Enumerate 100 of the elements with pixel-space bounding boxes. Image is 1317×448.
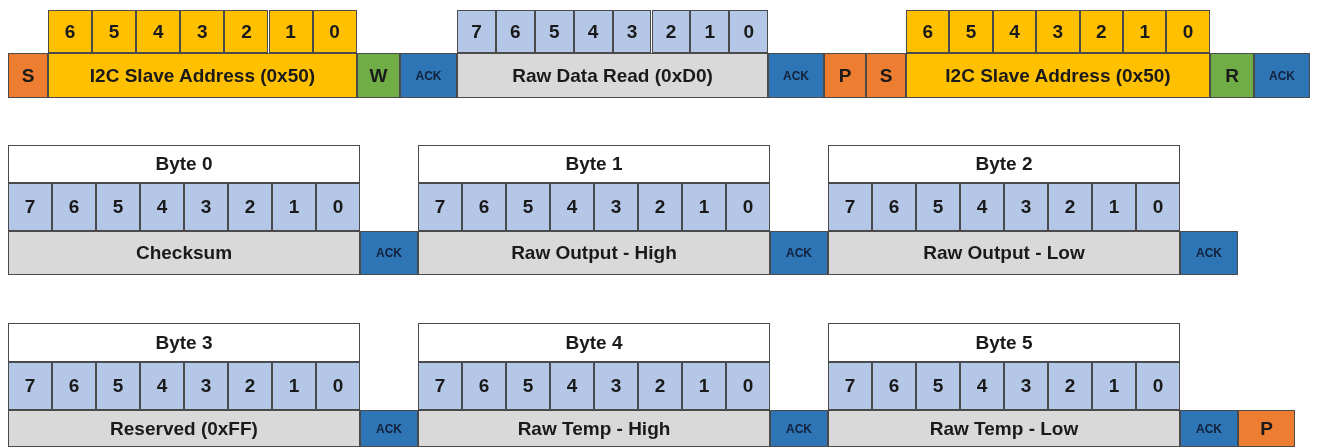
bit-cell: 5: [96, 362, 140, 410]
data-field: Reserved (0xFF): [8, 410, 360, 447]
bit-cell: 7: [8, 362, 52, 410]
ack-cell: ACK: [1254, 53, 1310, 98]
write-bit-cell: W: [357, 53, 400, 98]
bit-cell: 4: [573, 10, 613, 53]
bit-cell: 5: [534, 10, 574, 53]
bit-cell: 5: [949, 10, 993, 53]
data-field: Raw Output - Low: [828, 231, 1180, 275]
bit-cell: 4: [550, 183, 594, 231]
bit-cell: 6: [872, 183, 916, 231]
bit-cell: 5: [506, 183, 550, 231]
ack-cell: ACK: [360, 231, 418, 275]
bit-cell: 6: [52, 183, 96, 231]
ack-cell: ACK: [770, 231, 828, 275]
bit-cell: 0: [1166, 10, 1210, 53]
bit-cell: 7: [828, 183, 872, 231]
bit-cell: 6: [872, 362, 916, 410]
bit-cell: 4: [140, 362, 184, 410]
byte-header: Byte 0: [8, 145, 360, 183]
bit-cell: 4: [550, 362, 594, 410]
bit-cell: 1: [1092, 362, 1136, 410]
bit-cell: 3: [1004, 183, 1048, 231]
bit-cell: 2: [638, 362, 682, 410]
stop-condition-cell: P: [1238, 410, 1295, 447]
bit-cell: 4: [960, 183, 1004, 231]
bit-cell: 2: [1079, 10, 1123, 53]
bit-cell: 5: [916, 362, 960, 410]
bit-cell: 5: [96, 183, 140, 231]
bit-cell: 2: [651, 10, 691, 53]
bit-cell: 7: [457, 10, 496, 53]
ack-cell: ACK: [360, 410, 418, 447]
data-field: Raw Data Read (0xD0): [457, 53, 768, 98]
bit-cell: 2: [1048, 362, 1092, 410]
ack-cell: ACK: [400, 53, 457, 98]
bit-cell: 3: [180, 10, 225, 53]
bit-cell: 3: [594, 362, 638, 410]
bit-cell: 3: [184, 362, 228, 410]
data-field: Raw Temp - Low: [828, 410, 1180, 447]
bit-cell: 7: [418, 183, 462, 231]
bit-cell: 2: [228, 362, 272, 410]
read-bit-cell: R: [1210, 53, 1254, 98]
byte-header: Byte 2: [828, 145, 1180, 183]
bit-cell: 3: [1036, 10, 1080, 53]
bit-cell: 3: [1004, 362, 1048, 410]
byte-header: Byte 3: [8, 323, 360, 362]
stop-condition-cell: P: [824, 53, 866, 98]
bit-cell: 3: [612, 10, 652, 53]
bit-cell: 3: [184, 183, 228, 231]
bit-cell: 6: [462, 183, 506, 231]
bit-cell: 0: [316, 183, 360, 231]
bit-cell: 6: [462, 362, 506, 410]
bit-cell: 1: [272, 183, 316, 231]
bit-cell: 1: [1092, 183, 1136, 231]
data-field: Checksum: [8, 231, 360, 275]
bit-cell: 7: [418, 362, 462, 410]
data-field: Raw Output - High: [418, 231, 770, 275]
bit-cell: 1: [682, 362, 726, 410]
bit-cell: 2: [638, 183, 682, 231]
bit-cell: 1: [682, 183, 726, 231]
bit-cell: 0: [316, 362, 360, 410]
bit-cell: 5: [506, 362, 550, 410]
ack-cell: ACK: [1180, 410, 1238, 447]
bit-cell: 5: [916, 183, 960, 231]
bit-cell: 3: [594, 183, 638, 231]
ack-cell: ACK: [770, 410, 828, 447]
bit-cell: 2: [228, 183, 272, 231]
bit-cell: 6: [495, 10, 535, 53]
bit-cell: 6: [48, 10, 93, 53]
byte-header: Byte 4: [418, 323, 770, 362]
bit-cell: 4: [960, 362, 1004, 410]
bit-cell: 7: [8, 183, 52, 231]
bit-cell: 0: [726, 183, 770, 231]
bit-cell: 2: [224, 10, 269, 53]
data-field: Raw Temp - High: [418, 410, 770, 447]
ack-cell: ACK: [768, 53, 824, 98]
bit-cell: 7: [828, 362, 872, 410]
bit-cell: 4: [140, 183, 184, 231]
address-field: I2C Slave Address (0x50): [906, 53, 1210, 98]
bit-cell: 1: [268, 10, 313, 53]
byte-header: Byte 5: [828, 323, 1180, 362]
address-field: I2C Slave Address (0x50): [48, 53, 357, 98]
ack-cell: ACK: [1180, 231, 1238, 275]
start-condition-cell: S: [866, 53, 906, 98]
bit-cell: 0: [729, 10, 769, 53]
bit-cell: 4: [992, 10, 1037, 53]
bit-cell: 1: [1123, 10, 1167, 53]
bit-cell: 6: [906, 10, 950, 53]
bit-cell: 0: [726, 362, 770, 410]
bit-cell: 1: [690, 10, 730, 53]
bit-cell: 6: [52, 362, 96, 410]
bit-cell: 4: [136, 10, 181, 53]
bit-cell: 1: [272, 362, 316, 410]
bit-cell: 0: [1136, 183, 1180, 231]
bit-cell: 5: [92, 10, 137, 53]
bit-cell: 2: [1048, 183, 1092, 231]
bit-cell: 0: [1136, 362, 1180, 410]
bit-cell: 0: [312, 10, 357, 53]
start-condition-cell: S: [8, 53, 48, 98]
byte-header: Byte 1: [418, 145, 770, 183]
